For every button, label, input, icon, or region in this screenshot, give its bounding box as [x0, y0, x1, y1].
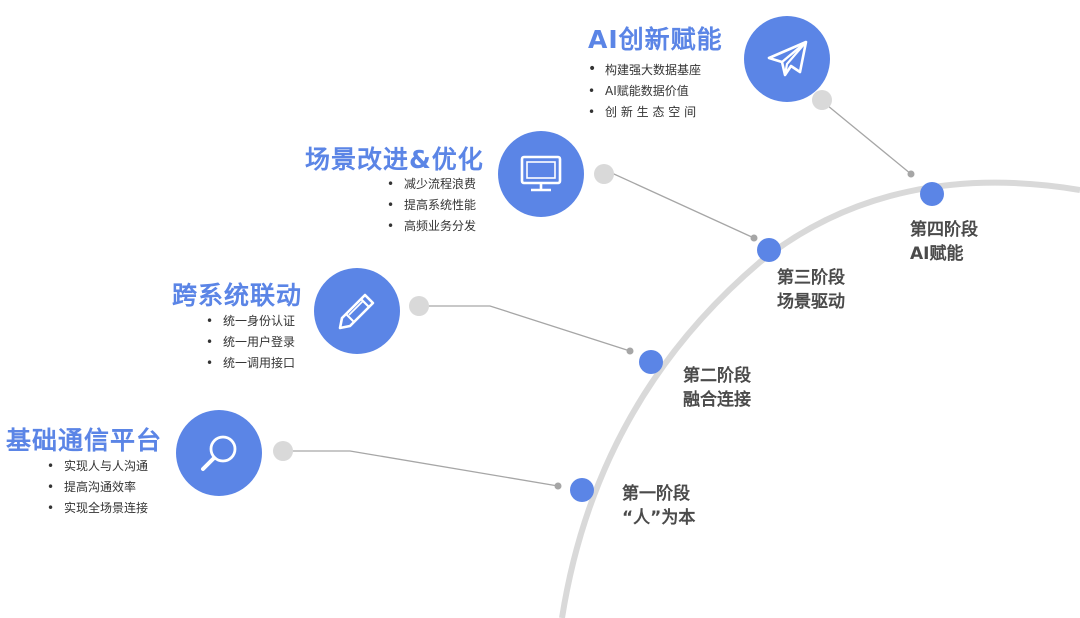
- stage-title-basic-platform: 基础通信平台: [6, 426, 163, 455]
- paper-plane-icon: [744, 16, 830, 102]
- connector-knob-2: [409, 296, 429, 316]
- phase-label-1: 第一阶段“人”为本: [622, 484, 696, 528]
- monitor-icon: [498, 131, 584, 217]
- bullet-item: •创 新 生 态 空 间: [588, 105, 697, 119]
- bullet-item: •减少流程浪费: [387, 177, 477, 191]
- timeline-arc: [559, 179, 1080, 618]
- stage-title-cross-system: 跨系统联动: [172, 281, 303, 310]
- bullet-item: •实现全场景连接: [47, 501, 149, 515]
- connector-end-4: [907, 170, 915, 178]
- stage-title-scenario: 场景改进&优化: [305, 145, 484, 174]
- bullet-item: •高频业务分发: [387, 219, 477, 233]
- connector-end-1: [554, 482, 562, 490]
- phase-label-3: 第三阶段场景驱动: [777, 268, 845, 312]
- stage-title-ai: AI创新赋能: [588, 25, 723, 54]
- connector-knob-4: [812, 90, 832, 110]
- connector-knob-1: [273, 441, 293, 461]
- phase-node-2: [639, 350, 663, 374]
- bullet-item: •提高系统性能: [387, 198, 477, 212]
- phase-node-3: [757, 238, 781, 262]
- phase-node-4: [920, 182, 944, 206]
- connector-line-3: [604, 173, 755, 239]
- stage-bullets-scenario: •减少流程浪费 •提高系统性能 •高频业务分发: [387, 174, 477, 237]
- phase-node-1: [570, 478, 594, 502]
- pencil-icon: [314, 268, 400, 354]
- connector-end-3: [750, 234, 758, 242]
- bullet-item: •构建强大数据基座: [588, 61, 702, 77]
- bullet-item: •AI赋能数据价值: [588, 84, 689, 98]
- connector-line-4: [821, 100, 912, 175]
- connector-line-2: [419, 305, 631, 352]
- connector-knob-3: [594, 164, 614, 184]
- stage-bullets-cross-system: •统一身份认证 •统一用户登录 •统一调用接口: [206, 311, 296, 374]
- stage-bullets-ai: •构建强大数据基座 •AI赋能数据价值 •创 新 生 态 空 间: [588, 60, 702, 123]
- phase-label-2: 第二阶段融合连接: [683, 366, 751, 410]
- bullet-item: •实现人与人沟通: [47, 459, 149, 473]
- bullet-item: •统一调用接口: [206, 356, 296, 370]
- connector-line-1: [283, 450, 559, 487]
- connector-end-2: [626, 347, 634, 355]
- bullet-item: •统一身份认证: [206, 314, 296, 328]
- magnifier-icon: [176, 410, 262, 496]
- bullet-item: •统一用户登录: [206, 335, 296, 349]
- bullet-item: •提高沟通效率: [47, 480, 137, 494]
- stage-bullets-basic-platform: •实现人与人沟通 •提高沟通效率 •实现全场景连接: [47, 456, 149, 519]
